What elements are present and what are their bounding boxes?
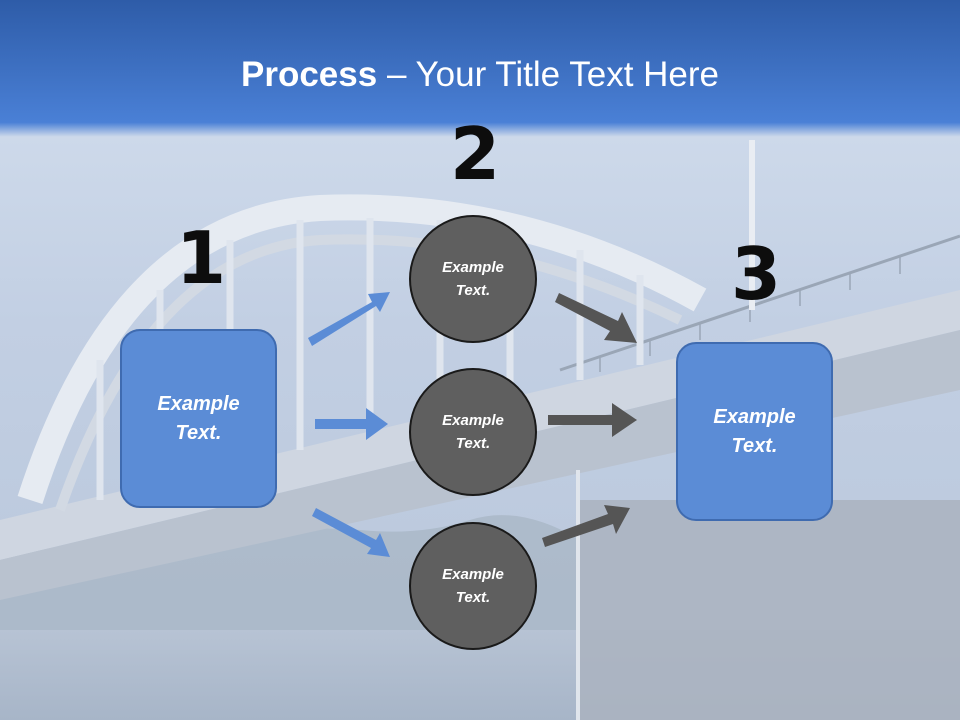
- title-bold: Process: [241, 55, 378, 94]
- step-number-3: 3: [731, 232, 782, 316]
- step-number-1: 1: [176, 216, 227, 300]
- step-number-2: 2: [450, 112, 501, 196]
- circle-middle-text: Example Text.: [442, 412, 504, 452]
- circle-top: Example Text.: [409, 215, 537, 343]
- title-rest: – Your Title Text Here: [377, 55, 719, 94]
- circle-top-text: Example Text.: [442, 259, 504, 299]
- right-process-box: Example Text.: [676, 342, 833, 521]
- circle-bottom-text: Example Text.: [442, 566, 504, 606]
- circle-middle: Example Text.: [409, 368, 537, 496]
- slide-title: Process – Your Title Text Here: [0, 54, 960, 96]
- right-box-text: Example Text.: [713, 405, 796, 457]
- circle-bottom: Example Text.: [409, 522, 537, 650]
- left-box-text: Example Text.: [157, 392, 240, 444]
- left-process-box: Example Text.: [120, 329, 277, 508]
